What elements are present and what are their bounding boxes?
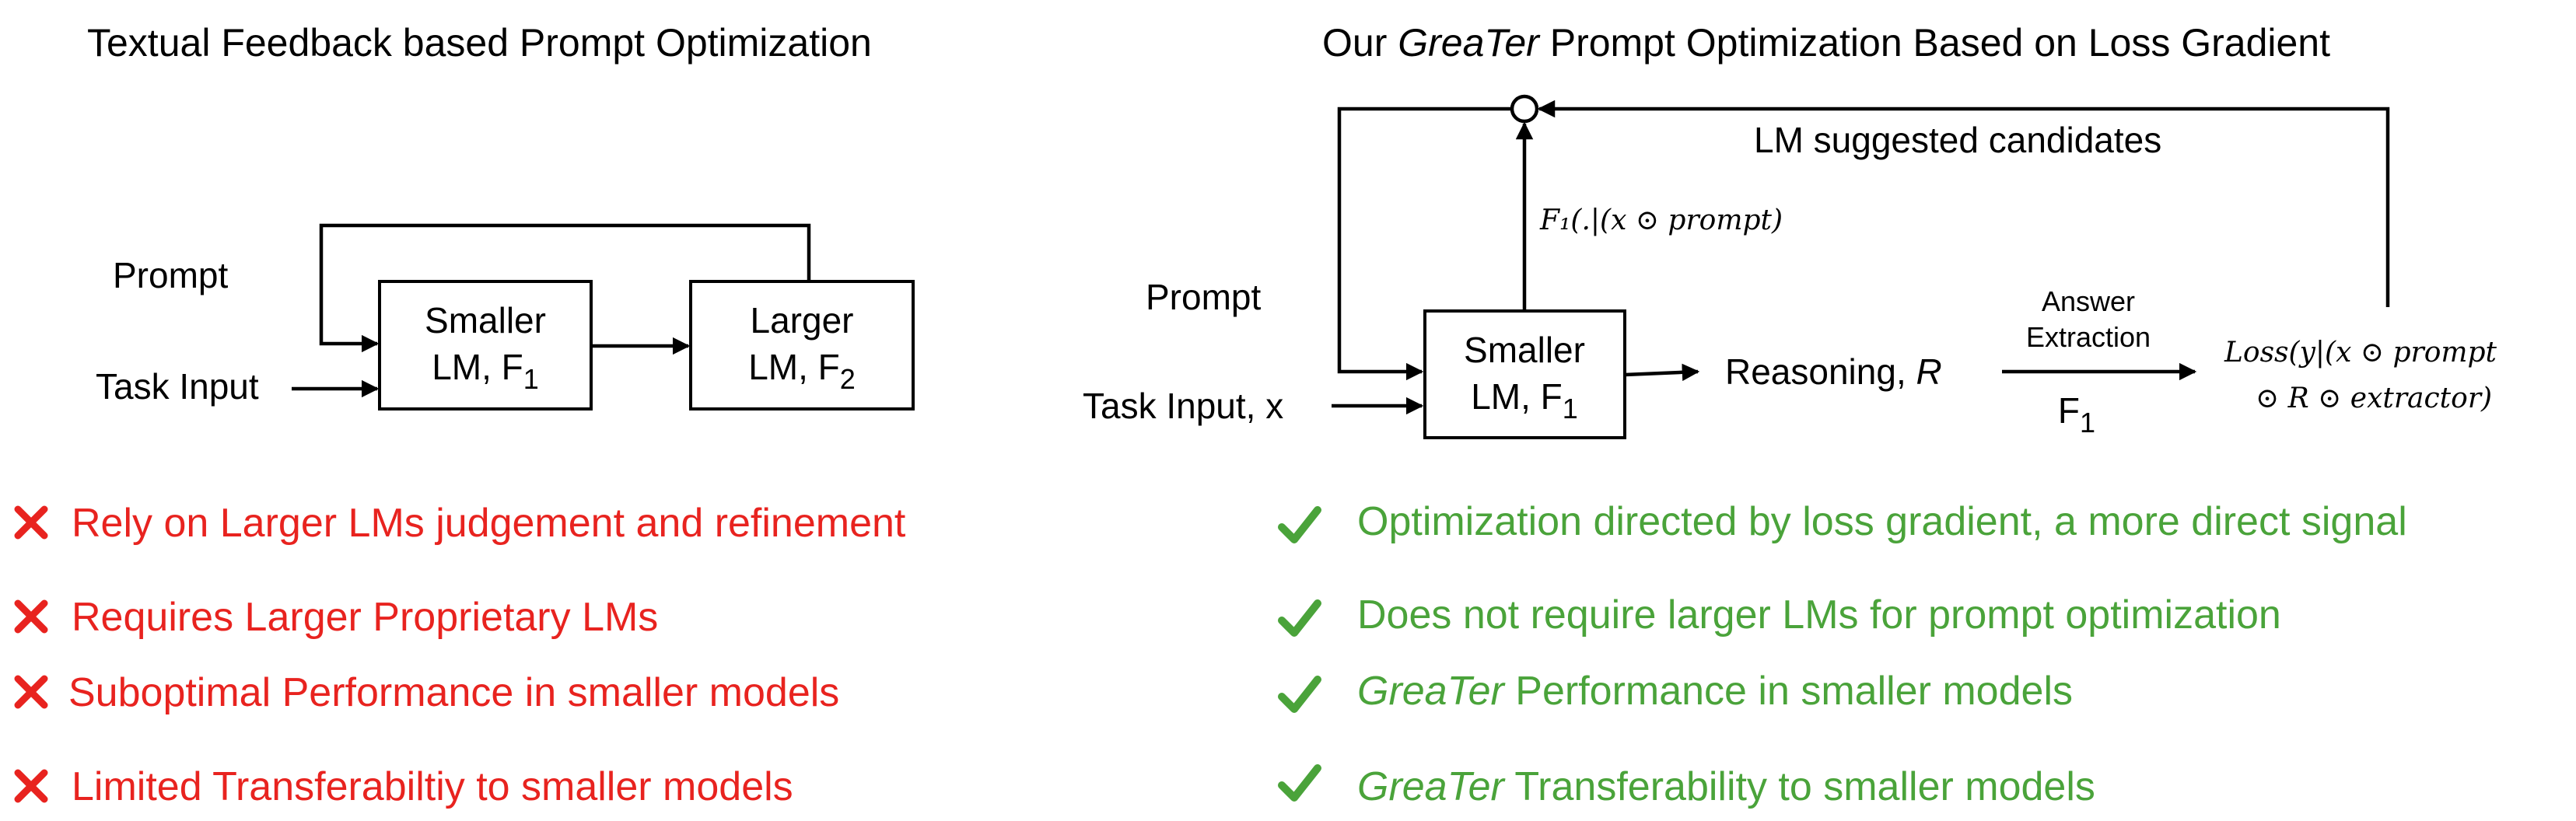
right-points-list: Optimization directed by loss gradient, …	[1278, 499, 2407, 809]
cross-icon	[14, 769, 48, 803]
right-point-text: GreaTer Transferability to smaller model…	[1357, 764, 2095, 809]
right-candidates-loop-wire	[1537, 100, 2390, 307]
right-prompt-label: Prompt	[1146, 277, 1261, 317]
junction-node-icon	[1510, 94, 1539, 124]
check-icon	[1278, 676, 1321, 713]
left-smaller-lm-line2: LM, F1	[432, 347, 539, 395]
right-f1-expression: F₁(.|(x ⊙ prompt)	[1539, 204, 1783, 236]
right-title: Our GreaTer Prompt Optimization Based on…	[1322, 21, 2330, 65]
right-loss-line2: ⊙ R ⊙ extractor)	[2256, 383, 2492, 414]
left-point: Suboptimal Performance in smaller models	[14, 670, 839, 715]
right-answer-extraction-line1: Answer	[2042, 285, 2135, 317]
left-point-text: Rely on Larger LMs judgement and refinem…	[72, 501, 906, 546]
left-point-text: Requires Larger Proprietary LMs	[72, 595, 658, 640]
left-title: Textual Feedback based Prompt Optimizati…	[87, 21, 872, 65]
right-point: GreaTer Transferability to smaller model…	[1278, 764, 2095, 809]
left-smaller-lm-line1: Smaller	[425, 300, 546, 341]
cross-icon	[14, 505, 48, 540]
left-smaller-lm-box: Smaller LM, F1	[378, 280, 593, 410]
right-smaller-lm-box: Smaller LM, F1	[1423, 309, 1626, 439]
right-smaller-lm-line1: Smaller	[1464, 330, 1585, 370]
check-icon	[1278, 506, 1321, 543]
left-larger-lm-line1: Larger	[751, 300, 854, 341]
right-point-text: GreaTer Performance in smaller models	[1357, 669, 2073, 714]
left-point: Limited Transferabiltiy to smaller model…	[14, 764, 793, 809]
right-answer-extraction-line2: Extraction	[2026, 321, 2151, 353]
left-point-text: Suboptimal Performance in smaller models	[68, 670, 839, 715]
right-candidates-label: LM suggested candidates	[1754, 120, 2161, 160]
left-feedback-loop-wire	[319, 223, 811, 353]
right-answer-extraction-f1: F1	[2058, 390, 2095, 438]
right-point-text: Optimization directed by loss gradient, …	[1357, 499, 2407, 544]
cross-icon	[14, 675, 48, 709]
right-task-input-label: Task Input, x	[1083, 386, 1283, 426]
left-point: Requires Larger Proprietary LMs	[14, 595, 658, 640]
right-point: GreaTer Performance in smaller models	[1278, 669, 2073, 714]
left-larger-lm-line2: LM, F2	[748, 347, 856, 395]
check-icon	[1278, 599, 1321, 637]
right-loss-line1: Loss(y|(x ⊙ prompt	[2224, 337, 2497, 369]
right-point: Optimization directed by loss gradient, …	[1278, 499, 2407, 544]
right-reasoning-label: Reasoning, R	[1725, 351, 1942, 392]
cross-icon	[14, 599, 48, 634]
left-task-input-label: Task Input	[96, 366, 259, 407]
right-smaller-lm-line2: LM, F1	[1471, 376, 1578, 424]
right-prompt-loop-wire	[1337, 107, 1512, 381]
right-point-text: Does not require larger LMs for prompt o…	[1357, 592, 2281, 638]
left-point-text: Limited Transferabiltiy to smaller model…	[72, 764, 793, 809]
right-point: Does not require larger LMs for prompt o…	[1278, 592, 2281, 638]
check-icon	[1278, 764, 1321, 802]
left-point: Rely on Larger LMs judgement and refinem…	[14, 501, 906, 546]
left-points-list: Rely on Larger LMs judgement and refinem…	[14, 501, 906, 809]
right-reasoning-wire	[1624, 363, 1700, 382]
right-panel: Our GreaTer Prompt Optimization Based on…	[1083, 21, 2497, 809]
left-larger-lm-box: Larger LM, F2	[689, 280, 915, 410]
left-panel: Textual Feedback based Prompt Optimizati…	[14, 21, 915, 809]
left-prompt-label: Prompt	[113, 255, 228, 295]
